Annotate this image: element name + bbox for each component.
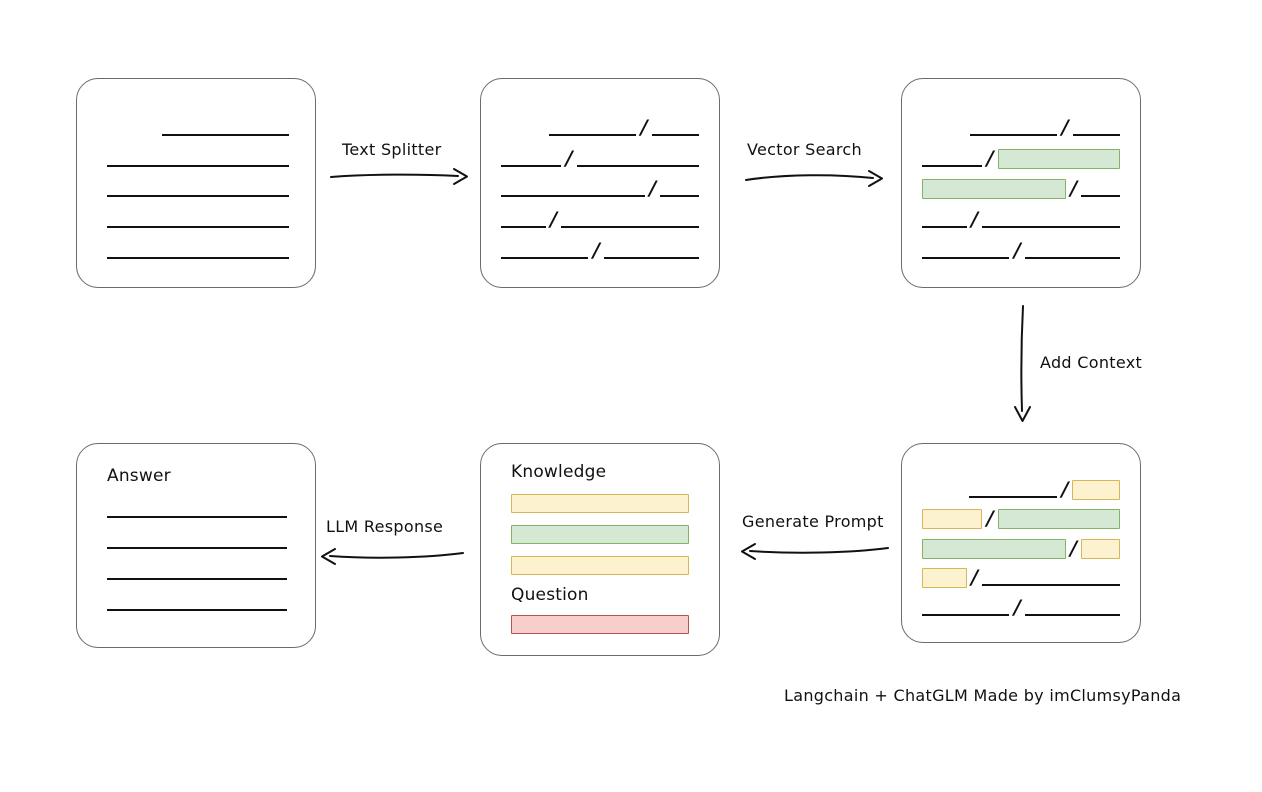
chunk-line: / bbox=[922, 199, 1120, 230]
document-line bbox=[107, 199, 289, 230]
knowledge-bar-green bbox=[511, 525, 689, 544]
source-document-box bbox=[76, 78, 316, 288]
chunk-highlight-green bbox=[922, 538, 1066, 559]
knowledge-label: Knowledge bbox=[511, 462, 607, 482]
arrow-text-splitter-label: Text Splitter bbox=[342, 140, 442, 159]
arrow-vector-search-label: Vector Search bbox=[747, 140, 862, 159]
chunk-separator: / bbox=[1061, 114, 1069, 139]
chunk-separator: / bbox=[970, 565, 979, 590]
answer-line bbox=[107, 547, 287, 549]
arrow-generate-prompt-shaft bbox=[741, 543, 889, 560]
document-line bbox=[107, 230, 289, 261]
generated-prompt-box: Knowledge Question bbox=[480, 443, 720, 656]
arrow-add-context-label: Add Context bbox=[1040, 353, 1143, 372]
chunk-line: / bbox=[922, 500, 1120, 530]
chunk-separator: / bbox=[549, 207, 557, 232]
chunk-line: / bbox=[922, 529, 1120, 559]
chunk-line: / bbox=[922, 230, 1120, 261]
answer-box: Answer bbox=[76, 443, 316, 648]
chunk-highlight-yellow bbox=[922, 509, 983, 530]
arrow-add-context-shaft bbox=[1014, 305, 1031, 422]
arrow-generate-prompt-label: Generate Prompt bbox=[742, 512, 884, 531]
chunk-line: / bbox=[501, 230, 699, 261]
document-line bbox=[107, 169, 289, 200]
document-line bbox=[107, 138, 289, 169]
chunk-line: / bbox=[922, 138, 1120, 169]
split-chunks-lines: / / / / / bbox=[481, 79, 719, 287]
knowledge-bar-yellow bbox=[511, 494, 689, 513]
arrow-add-context: Add Context bbox=[1010, 305, 1180, 425]
chunk-highlight-green bbox=[922, 179, 1066, 200]
chunk-line: / bbox=[922, 107, 1121, 139]
arrow-generate-prompt: Generate Prompt bbox=[740, 512, 890, 562]
footer-credit: Langchain + ChatGLM Made by imClumsyPand… bbox=[784, 686, 1182, 705]
arrow-text-splitter: Text Splitter bbox=[330, 140, 470, 190]
arrow-llm-response-shaft bbox=[321, 548, 464, 565]
answer-line bbox=[107, 516, 287, 518]
chunk-separator: / bbox=[1013, 237, 1021, 262]
chunk-separator: / bbox=[1069, 176, 1078, 201]
chunk-separator: / bbox=[592, 237, 600, 262]
arrow-llm-response-label: LLM Response bbox=[326, 517, 444, 536]
chunk-line: / bbox=[501, 169, 699, 200]
chunk-line: / bbox=[922, 588, 1120, 618]
chunk-line: / bbox=[922, 559, 1120, 589]
answer-label: Answer bbox=[107, 466, 171, 486]
matched-chunks-box: / / / / / bbox=[901, 78, 1141, 288]
knowledge-bar-yellow bbox=[511, 556, 689, 575]
arrow-text-splitter-shaft bbox=[330, 168, 468, 185]
chunk-highlight-yellow bbox=[1072, 479, 1120, 500]
prompt-content: Knowledge Question bbox=[511, 462, 689, 637]
chunk-highlight-yellow bbox=[922, 568, 967, 589]
chunk-highlight-yellow bbox=[1081, 538, 1120, 559]
chunk-separator: / bbox=[986, 145, 994, 170]
answer-line bbox=[107, 578, 287, 580]
matched-chunks-lines: / / / / / bbox=[902, 79, 1140, 287]
chunk-separator: / bbox=[1013, 594, 1021, 619]
question-label: Question bbox=[511, 585, 589, 605]
question-bar-red bbox=[511, 615, 689, 634]
chunk-separator: / bbox=[565, 145, 573, 170]
arrow-vector-search-shaft bbox=[745, 170, 883, 187]
chunk-line: / bbox=[501, 138, 699, 169]
chunk-separator: / bbox=[1069, 535, 1078, 560]
chunk-separator: / bbox=[986, 506, 994, 531]
chunk-separator: / bbox=[970, 207, 978, 232]
arrow-llm-response: LLM Response bbox=[320, 517, 465, 567]
chunk-separator: / bbox=[640, 114, 648, 139]
source-document-lines bbox=[77, 79, 315, 287]
chunk-separator: / bbox=[1061, 476, 1069, 501]
context-chunks-lines: / / / / / bbox=[902, 444, 1140, 642]
chunk-separator: / bbox=[648, 176, 657, 201]
chunk-highlight-green bbox=[997, 509, 1120, 530]
chunk-highlight-green bbox=[997, 148, 1120, 169]
arrow-vector-search: Vector Search bbox=[745, 140, 885, 190]
chunk-line: / bbox=[501, 199, 699, 230]
answer-line bbox=[107, 609, 287, 611]
chunk-line: / bbox=[922, 169, 1120, 200]
document-line bbox=[107, 107, 289, 138]
answer-content: Answer bbox=[107, 466, 287, 623]
chunk-line: / bbox=[501, 107, 700, 139]
chunk-line: / bbox=[922, 470, 1120, 500]
context-chunks-box: / / / / / bbox=[901, 443, 1141, 643]
split-chunks-box: / / / / / bbox=[480, 78, 720, 288]
